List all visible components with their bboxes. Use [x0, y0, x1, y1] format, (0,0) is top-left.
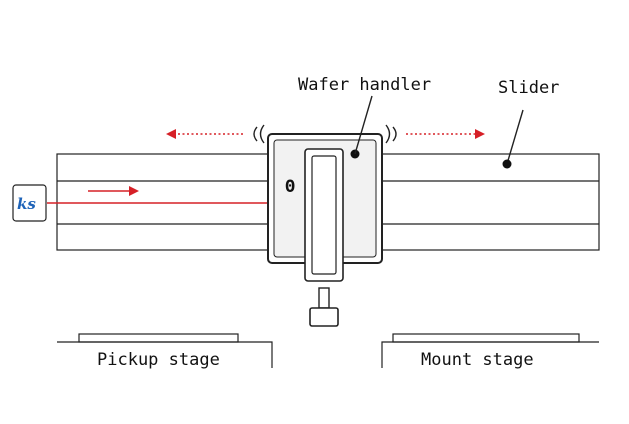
wafer-handler: [267, 133, 383, 327]
ks-logo-icon: ks: [12, 184, 47, 222]
motion-waves-left-icon: [253, 124, 265, 144]
slider-pointer: [502, 109, 524, 169]
pickup-stage: [57, 333, 273, 368]
theta-label: Θ: [285, 177, 295, 197]
mount-stage-label: Mount stage: [421, 350, 534, 370]
motion-waves-right-icon: [385, 124, 397, 144]
mount-stage: [381, 333, 599, 368]
svg-text:ks: ks: [17, 195, 36, 213]
wafer-handler-label: Wafer handler: [298, 75, 431, 95]
slider-label: Slider: [498, 78, 559, 98]
pickup-stage-label: Pickup stage: [97, 350, 220, 370]
wafer-handler-pointer: [354, 95, 373, 155]
